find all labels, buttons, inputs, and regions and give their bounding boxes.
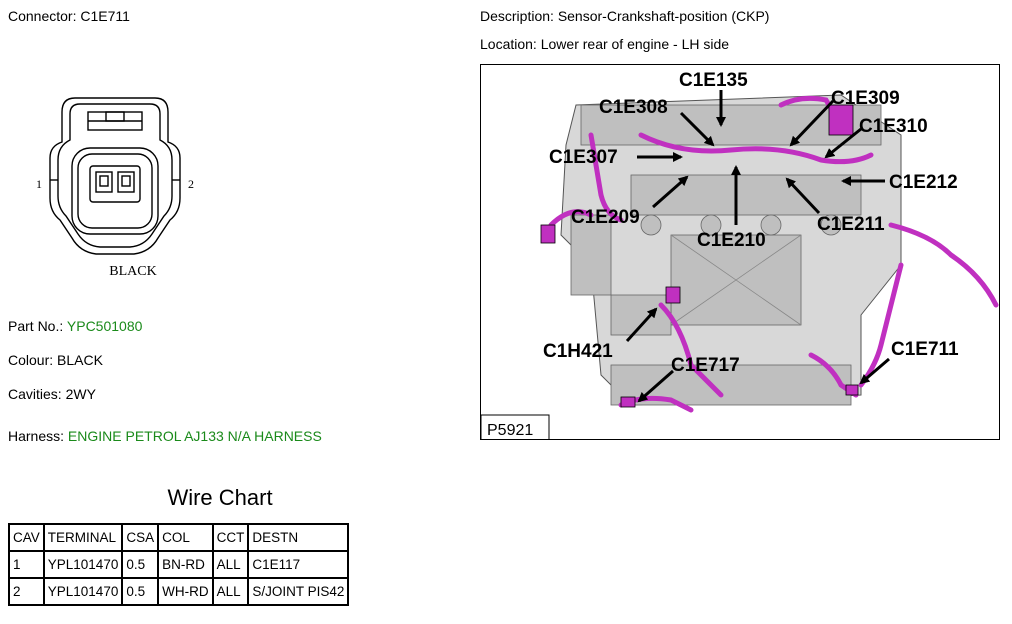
cell-destn: S/JOINT PIS42	[247, 577, 350, 606]
header-terminal: TERMINAL	[42, 523, 124, 552]
connector-line: Connector: C1E711	[8, 8, 130, 24]
wire-chart-table: CAV TERMINAL CSA COL CCT DESTN 1 YPL1014…	[8, 523, 350, 606]
image-ref-label: P5921	[487, 422, 533, 439]
callout-c1e307: C1E307	[549, 147, 618, 168]
description-value: Sensor-Crankshaft-position (CKP)	[557, 8, 770, 24]
header-cct: CCT	[211, 523, 250, 552]
harness-value[interactable]: ENGINE PETROL AJ133 N/A HARNESS	[67, 428, 322, 444]
callout-c1e310: C1E310	[859, 116, 928, 137]
cavities-label: Cavities:	[8, 386, 62, 402]
header-cav: CAV	[8, 523, 45, 552]
part-no-line: Part No.: YPC501080	[8, 318, 142, 334]
header-col: COL	[157, 523, 214, 552]
cell-cav: 1	[8, 550, 45, 579]
engine-drawing: C1E135 C1E308 C1E309 C1E310 C1E307 C1E21…	[481, 70, 999, 439]
description-label: Description:	[480, 8, 554, 24]
cavities-line: Cavities: 2WY	[8, 386, 96, 402]
part-no-value[interactable]: YPC501080	[66, 318, 143, 334]
callout-c1e209: C1E209	[571, 207, 640, 228]
harness-label: Harness:	[8, 428, 65, 444]
callout-c1e711: C1E711	[891, 339, 959, 360]
location-line: Location: Lower rear of engine - LH side	[480, 36, 729, 52]
connector-face-diagram: 1 2 BLACK	[36, 97, 194, 279]
connector-color-label: BLACK	[109, 264, 156, 279]
table-row: 2 YPL101470 0.5 WH-RD ALL S/JOINT PIS42	[8, 577, 350, 606]
header-csa: CSA	[121, 523, 160, 552]
header-destn: DESTN	[247, 523, 350, 552]
cell-csa: 0.5	[121, 550, 160, 579]
callout-c1e717: C1E717	[671, 355, 740, 376]
connector-label: Connector:	[8, 8, 77, 24]
connector-value: C1E711	[80, 8, 130, 24]
location-value: Lower rear of engine - LH side	[540, 36, 730, 52]
pin-1-label: 1	[36, 177, 42, 191]
cell-cav: 2	[8, 577, 45, 606]
cavities-value: 2WY	[65, 386, 96, 402]
description-line: Description: Sensor-Crankshaft-position …	[480, 8, 769, 24]
callout-c1e212: C1E212	[889, 172, 958, 193]
colour-value: BLACK	[57, 352, 103, 368]
callout-c1h421: C1H421	[543, 341, 613, 362]
callout-c1e309: C1E309	[831, 88, 900, 109]
cell-cct: ALL	[211, 550, 250, 579]
cell-col: WH-RD	[157, 577, 214, 606]
cell-col: BN-RD	[157, 550, 214, 579]
table-row: 1 YPL101470 0.5 BN-RD ALL C1E117	[8, 550, 350, 579]
location-label: Location:	[480, 36, 537, 52]
callout-c1e210: C1E210	[697, 230, 766, 251]
cell-csa: 0.5	[121, 577, 160, 606]
harness-line: Harness: ENGINE PETROL AJ133 N/A HARNESS	[8, 428, 322, 444]
image-ref-box	[481, 414, 550, 439]
callout-c1e211: C1E211	[817, 214, 885, 235]
callout-c1e135: C1E135	[679, 70, 748, 91]
wire-chart-title: Wire Chart	[167, 485, 273, 510]
part-no-label: Part No.:	[8, 318, 64, 334]
cell-cct: ALL	[211, 577, 250, 606]
engine-location-illustration: C1E135 C1E308 C1E309 C1E310 C1E307 C1E21…	[480, 64, 1000, 440]
cell-terminal: YPL101470	[42, 577, 124, 606]
colour-line: Colour: BLACK	[8, 352, 103, 368]
colour-label: Colour:	[8, 352, 54, 368]
cell-terminal: YPL101470	[42, 550, 124, 579]
cell-destn: C1E117	[247, 550, 350, 579]
wire-chart-header-row: CAV TERMINAL CSA COL CCT DESTN	[8, 523, 350, 552]
pin-2-label: 2	[188, 177, 194, 191]
callout-c1e308: C1E308	[599, 97, 668, 118]
